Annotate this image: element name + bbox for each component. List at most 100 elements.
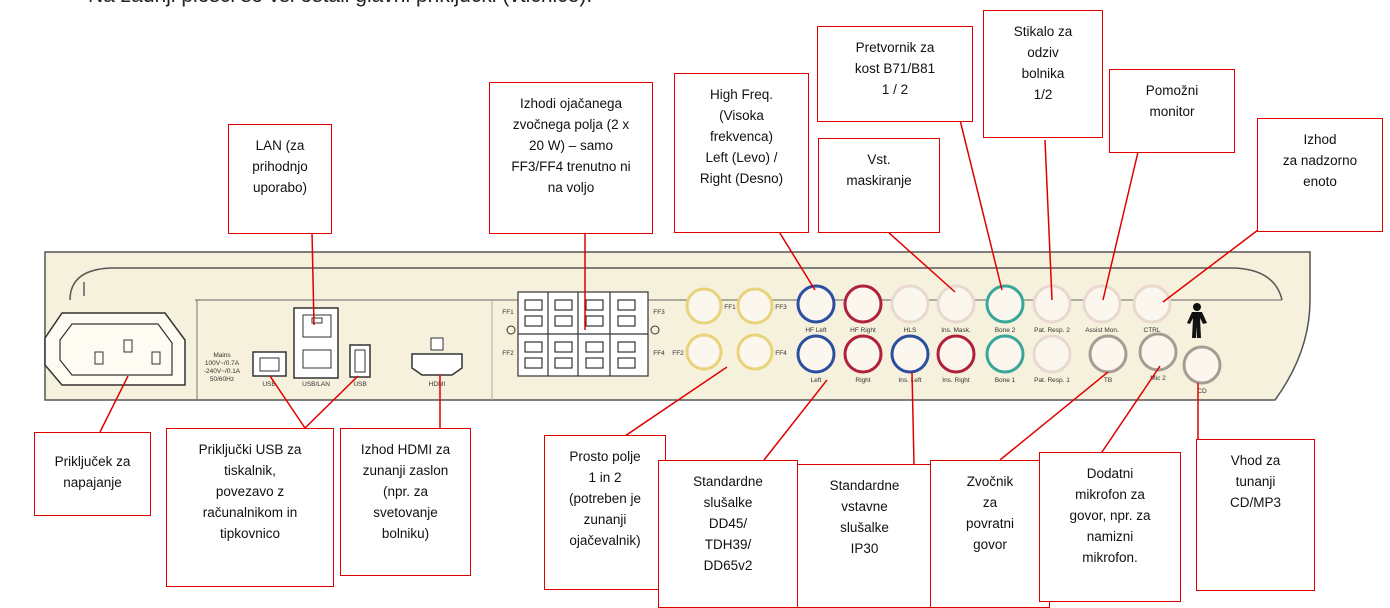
pat-resp1-label: Pat. Resp. 1 bbox=[1034, 377, 1070, 384]
tb-jack bbox=[1088, 334, 1128, 374]
usb-a-port-1 bbox=[302, 349, 332, 369]
callout-insert-masking: Vst. maskiranje bbox=[818, 138, 940, 233]
callout-cd-line: Vhod za bbox=[1230, 453, 1281, 468]
callout-talkback-line: povratni bbox=[965, 516, 1015, 531]
callout-assist-line: monitor bbox=[1149, 104, 1195, 119]
callout-amp-line: FF3/FF4 trenutno ni bbox=[511, 159, 631, 174]
ctrl-jack bbox=[1132, 284, 1172, 324]
pat-resp2-label: Pat. Resp. 2 bbox=[1034, 327, 1070, 334]
ins-right-jack bbox=[936, 334, 976, 374]
right-jack bbox=[843, 334, 883, 374]
callout-hf-line: Right (Desno) bbox=[699, 171, 784, 186]
callout-insmask-line: Vst. bbox=[867, 152, 891, 167]
bone2-label: Bone 2 bbox=[995, 327, 1016, 334]
ff3-jack bbox=[736, 287, 774, 325]
bone2-jack bbox=[985, 284, 1025, 324]
callout-hdmi-line: bolniku) bbox=[381, 526, 430, 541]
callout-assist-line: Pomožni bbox=[1145, 83, 1199, 98]
callout-freefield-line: (potreben je bbox=[568, 491, 642, 506]
callout-hdmi: Izhod HDMI za zunanji zaslon (npr. za sveto… bbox=[340, 428, 471, 576]
ins-left-label: Ins. Left bbox=[898, 377, 921, 384]
callout-hf-line: High Freq. bbox=[709, 87, 774, 102]
usb-lan-label: USB/LAN bbox=[302, 381, 330, 388]
callout-bone-line: Pretvornik za bbox=[855, 40, 935, 55]
callout-usb-line: Priključki USB za bbox=[198, 442, 302, 457]
amp-ff3-label: FF3 bbox=[653, 309, 665, 316]
callout-freefield-line: 1 in 2 bbox=[588, 470, 622, 485]
callout-usb-line: povezavo z bbox=[215, 484, 285, 499]
ff1-jack bbox=[685, 287, 723, 325]
mic2-jack bbox=[1138, 332, 1178, 372]
callout-patresp-line: Stikalo za bbox=[1013, 24, 1073, 39]
callout-hdmi-line: svetovanje bbox=[373, 505, 438, 520]
callout-lan-line: LAN (za bbox=[255, 138, 305, 153]
bone1-label: Bone 1 bbox=[995, 377, 1016, 384]
callout-patresp-line: odziv bbox=[1027, 45, 1059, 60]
usb-label: USB bbox=[262, 381, 275, 388]
amplifier-terminals bbox=[517, 291, 649, 377]
ff2-label: FF2 bbox=[672, 350, 684, 357]
hf-left-label: HF Left bbox=[805, 327, 827, 334]
callout-talkback-line: govor bbox=[973, 537, 1007, 552]
callout-headphones-line: DD45/ bbox=[708, 516, 748, 531]
callout-hf-line: frekvenca) bbox=[709, 129, 774, 144]
callout-mic2-line: namizni bbox=[1086, 529, 1134, 544]
callout-mic2-line: Dodatni bbox=[1086, 466, 1134, 481]
hdmi-label: HDMI bbox=[429, 381, 446, 388]
mains-label-1: Mains bbox=[213, 352, 231, 359]
pat-resp1-jack bbox=[1032, 334, 1072, 374]
mic2-label: Mic 2 bbox=[1150, 375, 1166, 382]
callout-hdmi-line: Izhod HDMI za bbox=[360, 442, 451, 457]
callout-power-line: Priključek za bbox=[54, 454, 131, 469]
callout-mic2-line: mikrofon za bbox=[1075, 487, 1145, 502]
callout-ctrl-line: enoto bbox=[1303, 174, 1337, 189]
callout-hf-line: Left (Levo) / bbox=[705, 150, 778, 165]
callout-bone-line: kost B71/B81 bbox=[854, 61, 936, 76]
ins-right-label: Ins. Right bbox=[942, 377, 970, 384]
callout-freefield-line: ojačevalnik) bbox=[569, 533, 641, 548]
callout-freefield-line: zunanji bbox=[583, 512, 627, 527]
callout-headphones-line: slušalke bbox=[703, 495, 753, 510]
callout-cd-line: CD/MP3 bbox=[1229, 495, 1281, 510]
mains-label-4: 50/60Hz bbox=[210, 376, 234, 383]
mains-label-3: -240V~/0.1A bbox=[204, 368, 241, 375]
bone1-jack bbox=[985, 334, 1025, 374]
hls-jack bbox=[890, 284, 930, 324]
usb-b-port bbox=[252, 351, 287, 377]
ff2-jack bbox=[685, 333, 723, 371]
left-jack bbox=[796, 334, 836, 374]
callout-insmask-line: maskiranje bbox=[846, 173, 912, 188]
callout-amp-line: 20 W) – samo bbox=[528, 138, 614, 153]
callout-power-line: napajanje bbox=[63, 475, 122, 490]
callout-power: Priključek za napajanje bbox=[34, 432, 151, 516]
assist-mon-jack bbox=[1082, 284, 1122, 324]
ins-left-jack bbox=[890, 334, 930, 374]
callout-hf-line: (Visoka bbox=[719, 108, 764, 123]
patient-symbol bbox=[1187, 303, 1207, 338]
callout-ctrl-line: Izhod bbox=[1303, 132, 1337, 147]
amp-ff1-label: FF1 bbox=[502, 309, 514, 316]
callout-insert-line: slušalke bbox=[840, 520, 889, 535]
callout-usb-line: tiskalnik, bbox=[224, 463, 276, 478]
callout-amp-line: na voljo bbox=[547, 180, 595, 195]
callout-insert-line: Standardne bbox=[829, 478, 900, 493]
callout-talkback-line: Zvočnik bbox=[966, 474, 1014, 489]
callout-hdmi-line: zunanji zaslon bbox=[362, 463, 449, 478]
amp-ff2-label: FF2 bbox=[502, 350, 514, 357]
callout-hdmi-line: (npr. za bbox=[382, 484, 429, 499]
callout-lan-line: prihodnjo bbox=[252, 159, 308, 174]
callout-amp-line: zvočnega polja (2 x bbox=[512, 117, 630, 132]
pat-resp2-jack bbox=[1032, 284, 1072, 324]
callout-headphones-line: Standardne bbox=[693, 474, 763, 489]
